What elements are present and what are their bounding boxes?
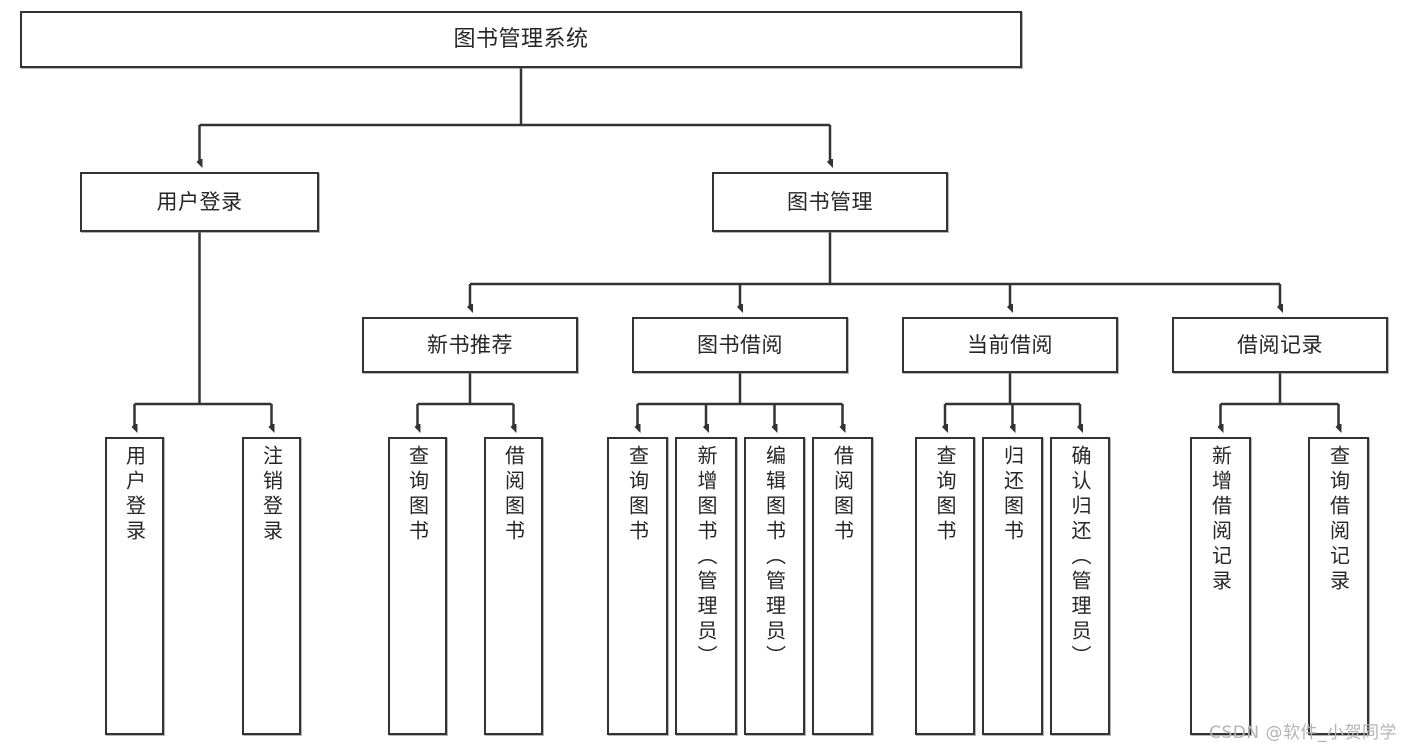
node-current-borrow[interactable]: 当前借阅 <box>902 317 1118 373</box>
node-book-manage[interactable]: 图书管理 <box>712 172 948 232</box>
csdn-watermark: CSDN @软件_小贺同学 <box>1209 723 1397 743</box>
node-leaf-confirm-return[interactable]: 确认归还（管理员） <box>1050 437 1110 735</box>
node-label: 图书管理 <box>787 189 873 214</box>
node-leaf-query-book-2[interactable]: 查询图书 <box>607 437 668 735</box>
node-leaf-add-book[interactable]: 新增图书（管理员） <box>675 437 737 735</box>
node-label: 借阅图书 <box>501 445 526 545</box>
node-label: 新增借阅记录 <box>1208 445 1233 595</box>
node-borrow-record[interactable]: 借阅记录 <box>1172 317 1388 373</box>
node-label: 归还图书 <box>1000 445 1025 545</box>
node-label: 图书管理系统 <box>453 26 589 52</box>
node-label: 新增图书（管理员） <box>694 445 718 670</box>
node-leaf-logout-login[interactable]: 注销登录 <box>242 437 301 735</box>
node-new-book-rec[interactable]: 新书推荐 <box>362 317 578 373</box>
node-label: 新书推荐 <box>427 332 513 357</box>
node-label: 确认归还（管理员） <box>1068 445 1092 670</box>
node-leaf-edit-book[interactable]: 编辑图书（管理员） <box>744 437 805 735</box>
node-label: 查询图书 <box>625 445 650 545</box>
node-leaf-borrow-book-2[interactable]: 借阅图书 <box>812 437 873 735</box>
node-leaf-user-login[interactable]: 用户登录 <box>105 437 164 735</box>
node-leaf-add-record[interactable]: 新增借阅记录 <box>1190 437 1251 735</box>
node-label: 借阅图书 <box>830 445 855 545</box>
node-label: 当前借阅 <box>967 332 1053 357</box>
node-leaf-borrow-book-1[interactable]: 借阅图书 <box>484 437 543 735</box>
node-root[interactable]: 图书管理系统 <box>20 11 1022 68</box>
node-leaf-return-book[interactable]: 归还图书 <box>982 437 1043 735</box>
node-label: 查询图书 <box>933 445 957 545</box>
node-label: 借阅记录 <box>1237 332 1323 357</box>
node-book-borrow[interactable]: 图书借阅 <box>632 317 848 373</box>
node-label: 注销登录 <box>259 445 284 545</box>
node-leaf-query-book-1[interactable]: 查询图书 <box>388 437 447 735</box>
node-label: 图书借阅 <box>697 332 783 357</box>
node-leaf-query-book-3[interactable]: 查询图书 <box>915 437 975 735</box>
node-label: 查询图书 <box>405 445 430 545</box>
node-label: 查询借阅记录 <box>1326 445 1351 595</box>
node-label: 用户登录 <box>156 189 243 214</box>
node-leaf-query-record[interactable]: 查询借阅记录 <box>1308 437 1369 735</box>
node-label: 编辑图书（管理员） <box>762 445 787 670</box>
node-label: 用户登录 <box>122 445 147 545</box>
node-user-login[interactable]: 用户登录 <box>80 172 319 232</box>
